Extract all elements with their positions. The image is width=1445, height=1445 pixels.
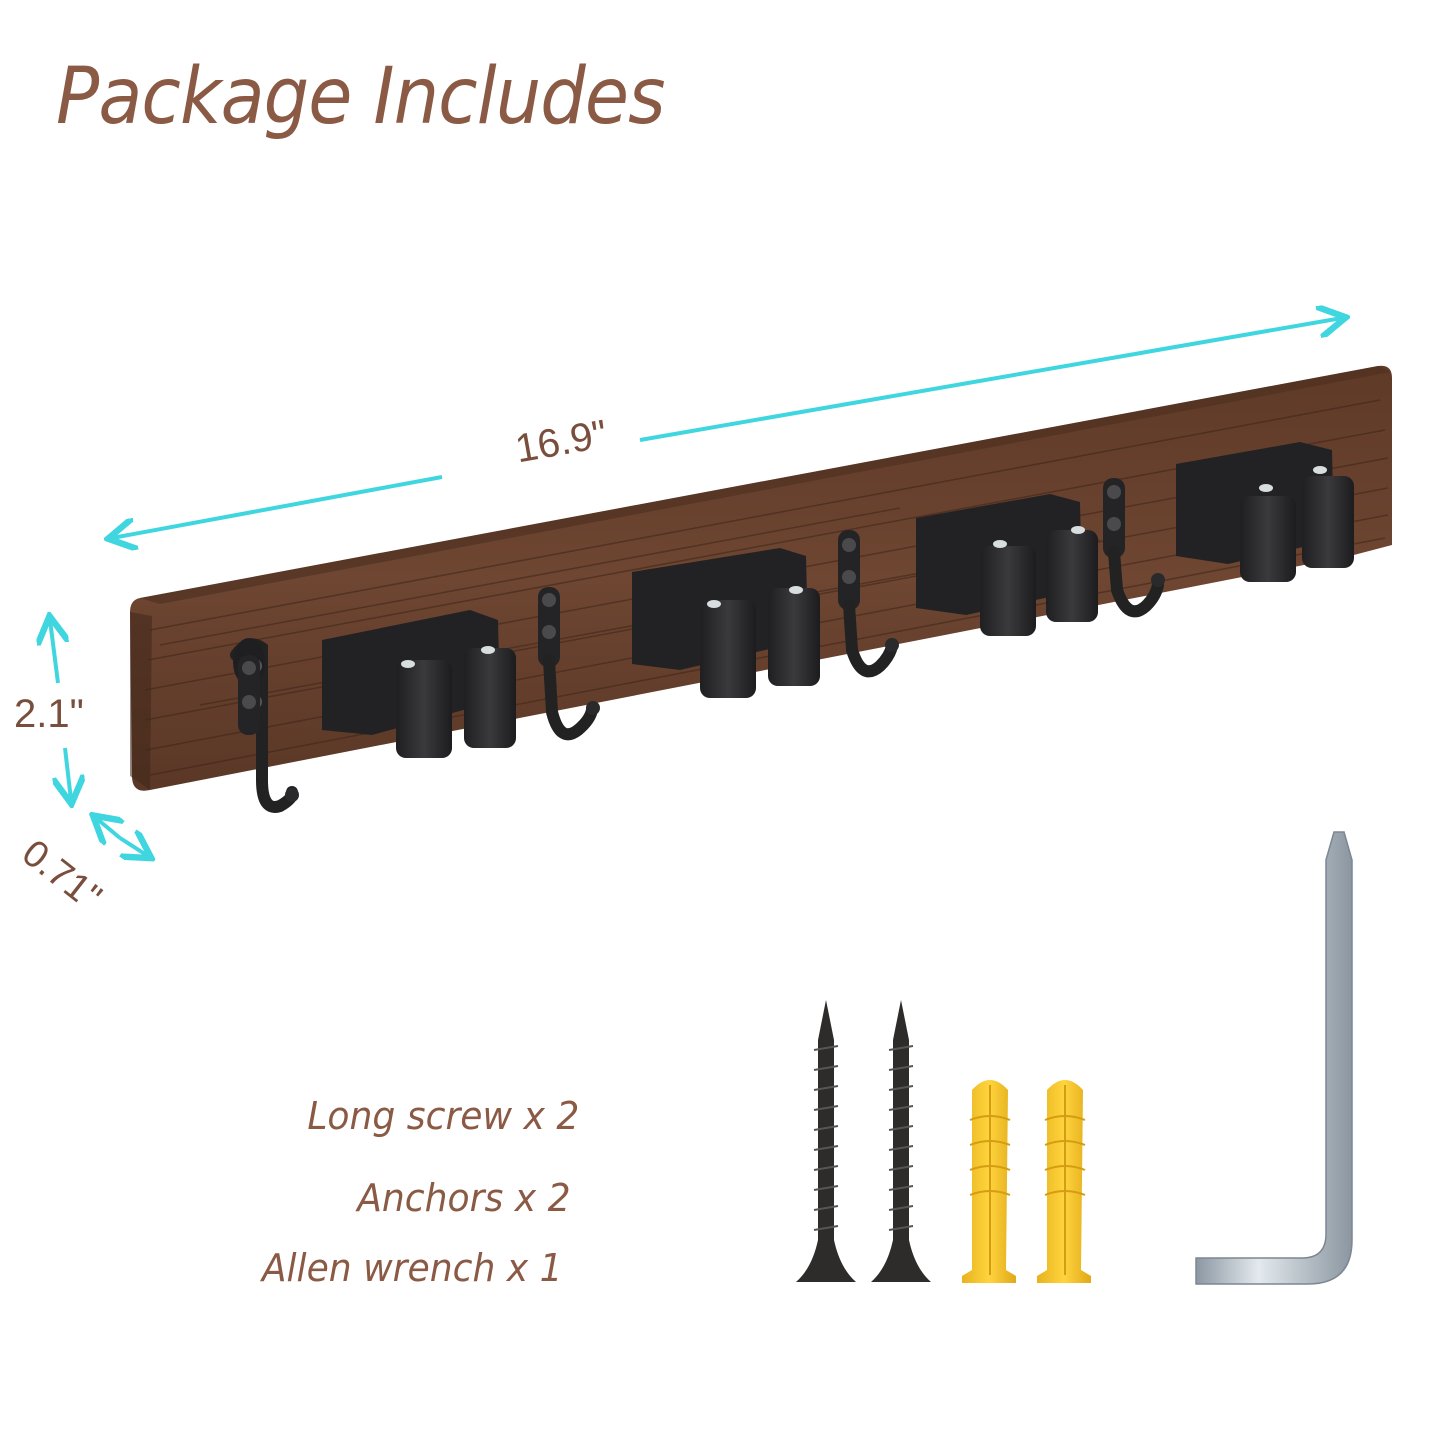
anchors-label: Anchors x 2 xyxy=(357,1176,571,1220)
mop-holder xyxy=(632,548,820,698)
allen-wrench-icon xyxy=(1195,831,1353,1285)
mop-holder xyxy=(322,610,516,758)
height-dimension-arrow xyxy=(50,620,71,800)
mop-holder xyxy=(916,494,1098,636)
allen-wrench-label: Allen wrench x 1 xyxy=(262,1246,563,1290)
hook xyxy=(538,587,600,741)
screw-icon xyxy=(796,1000,856,1282)
page-title: Package Includes xyxy=(56,52,666,142)
hook xyxy=(1103,478,1165,618)
screw-icon xyxy=(871,1000,931,1282)
hook xyxy=(838,530,899,678)
anchor-icon xyxy=(962,1080,1016,1283)
mop-holder xyxy=(1176,442,1354,582)
long-screw-label: Long screw x 2 xyxy=(307,1094,579,1138)
depth-dimension-arrow xyxy=(96,818,148,856)
hook xyxy=(230,638,299,813)
height-dimension-label: 2.1" xyxy=(14,692,84,736)
anchor-icon xyxy=(1037,1080,1091,1283)
length-dimension-arrow xyxy=(112,318,1342,538)
